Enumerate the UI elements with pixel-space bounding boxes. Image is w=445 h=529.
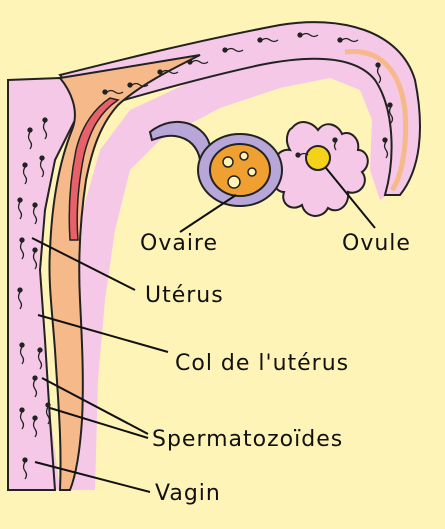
ovule xyxy=(306,146,330,170)
label-col: Col de l'utérus xyxy=(175,351,349,376)
label-uterus: Utérus xyxy=(145,283,224,308)
leader-ovaire xyxy=(180,195,236,232)
label-spermatozoides: Spermatozoïdes xyxy=(152,427,343,452)
label-ovaire: Ovaire xyxy=(140,231,218,256)
follicle xyxy=(248,168,256,176)
follicle xyxy=(240,152,248,160)
follicle xyxy=(223,157,233,167)
label-ovule: Ovule xyxy=(342,231,411,256)
ovary-inner xyxy=(210,144,270,196)
follicle xyxy=(228,176,240,188)
label-vagin: Vagin xyxy=(155,481,221,506)
